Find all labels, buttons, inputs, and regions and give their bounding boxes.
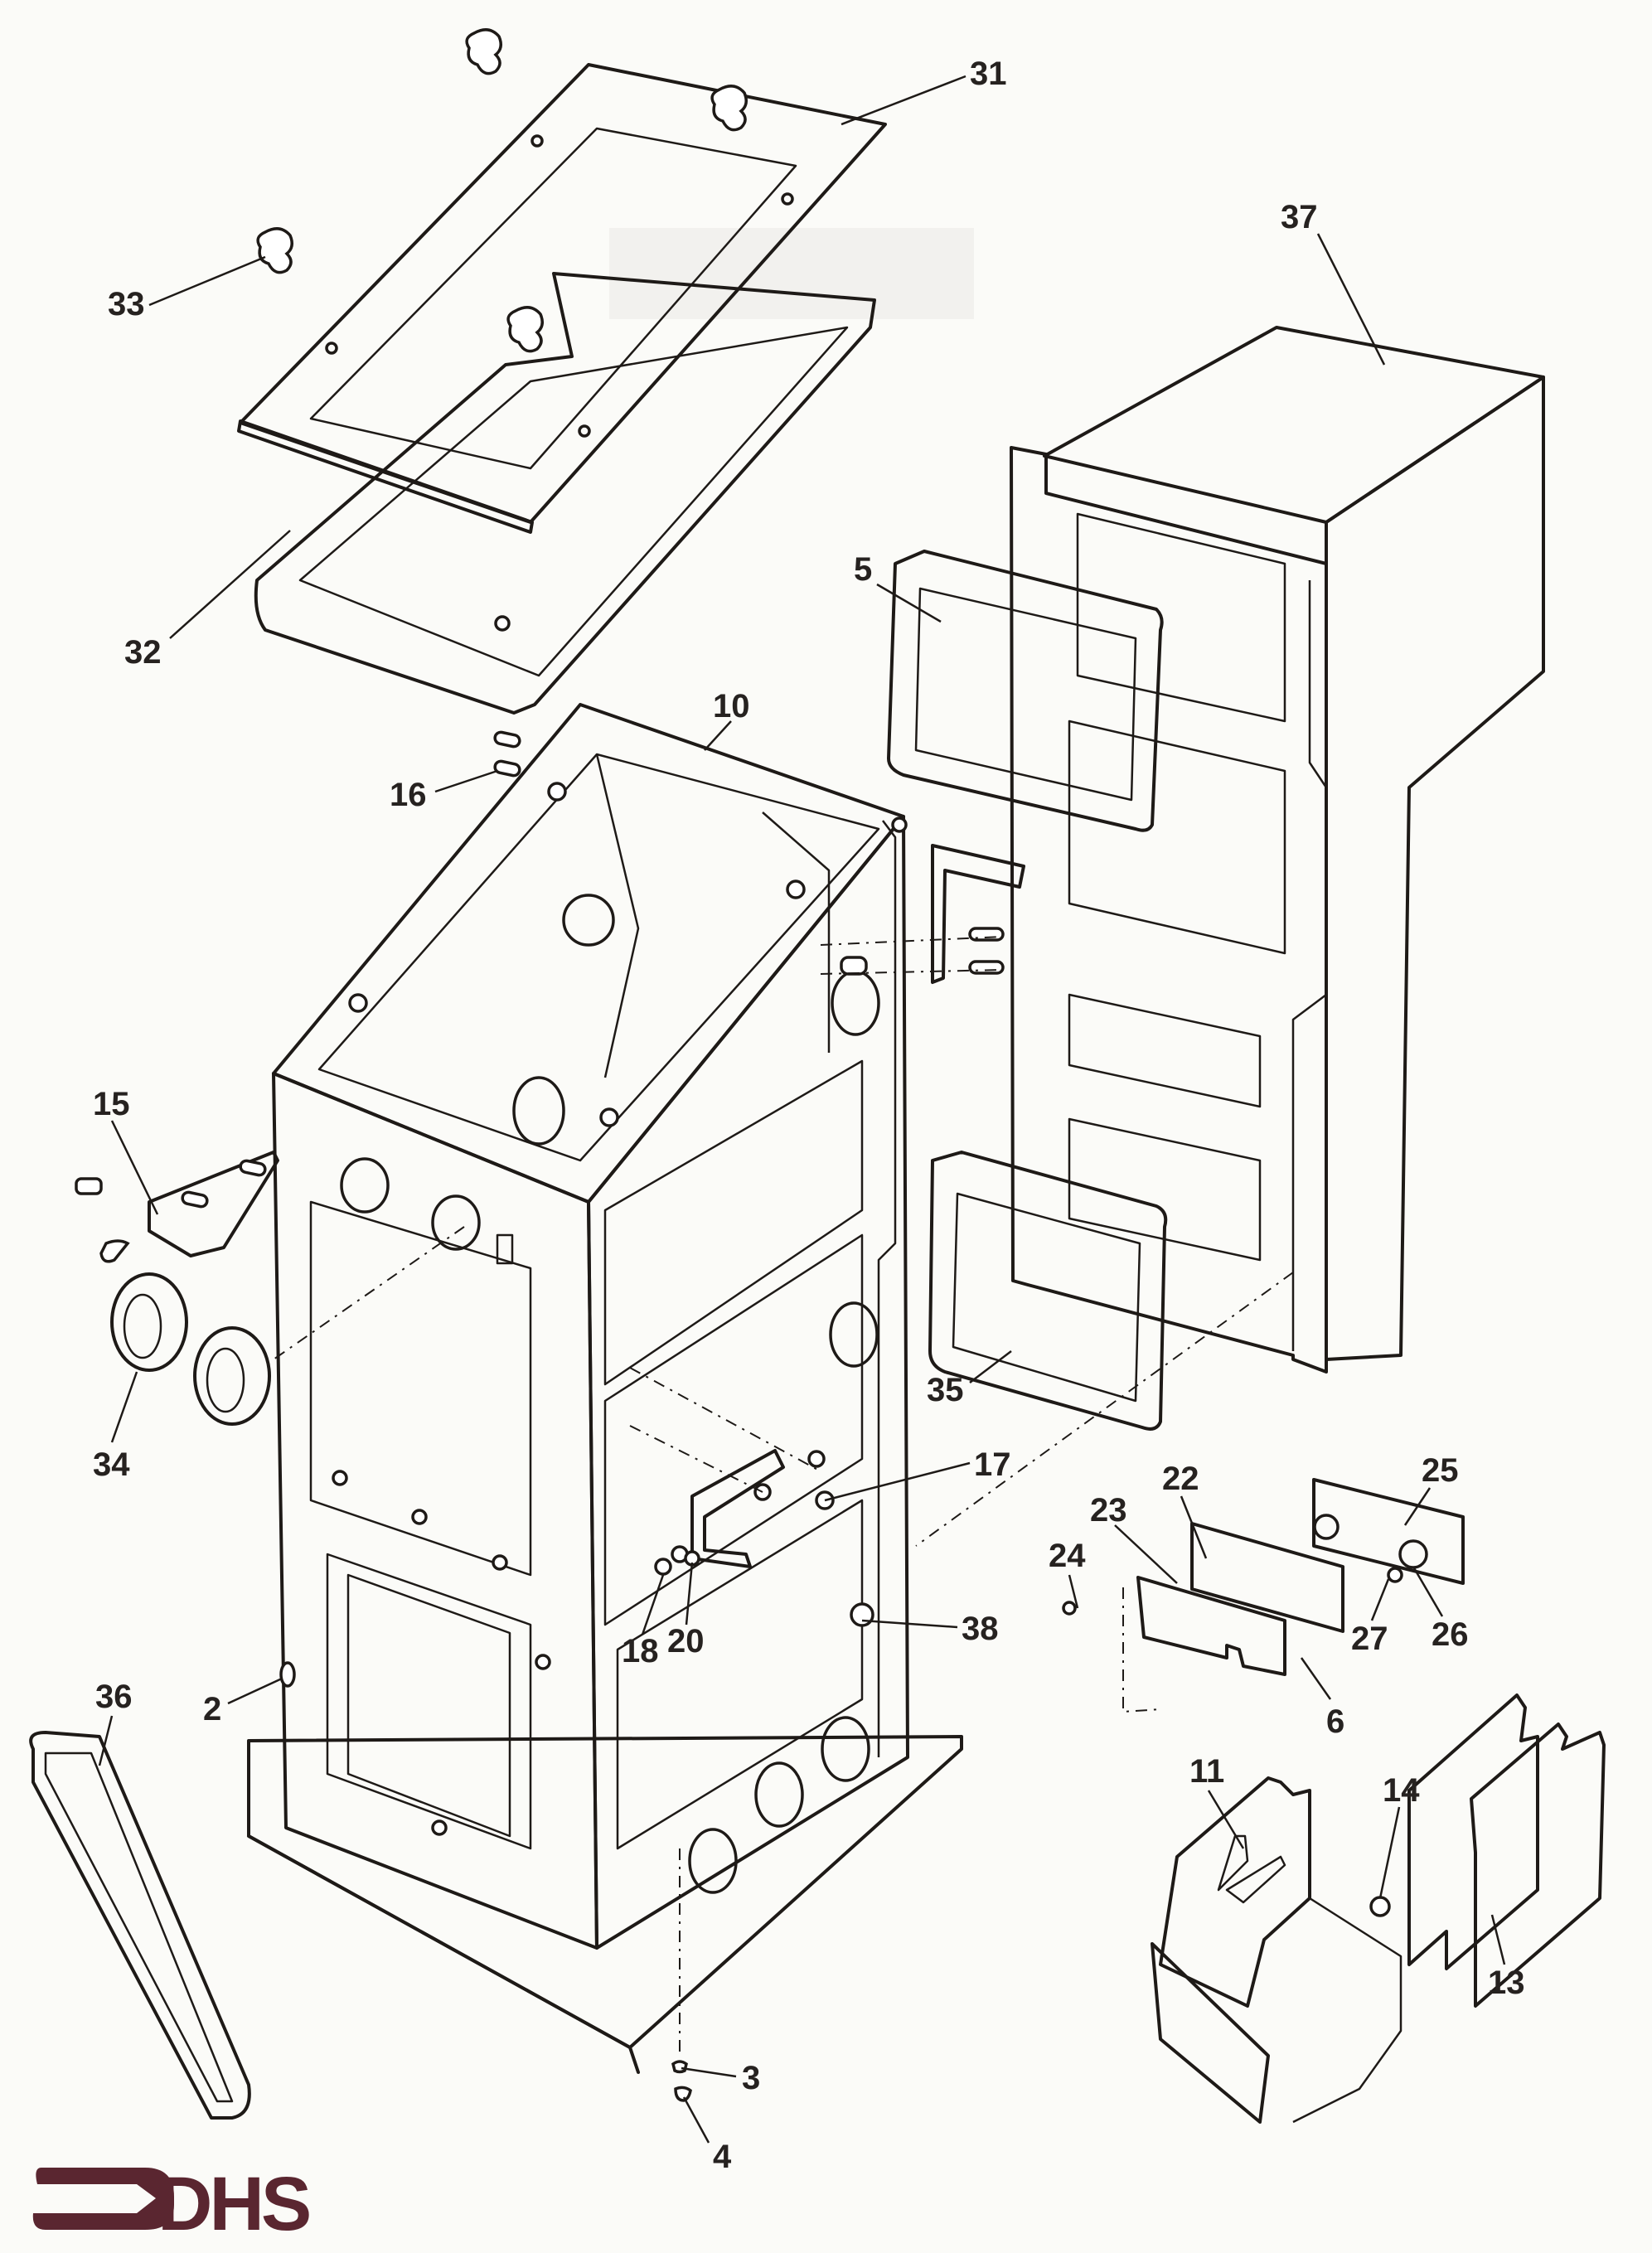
- part-36-gasket: [29, 1731, 251, 2120]
- callout-label-37: 37: [1281, 199, 1318, 235]
- dhs-logo: DHS: [32, 2162, 312, 2246]
- callout-leader-26: [1412, 1566, 1444, 1617]
- callout-leader-18: [641, 1574, 665, 1635]
- part-31-top-cover: [237, 63, 887, 534]
- part-4-nut: [674, 2086, 692, 2102]
- callout-leader-37: [1316, 233, 1386, 366]
- logo-text: DHS: [157, 2162, 309, 2246]
- callout-leader-3: [681, 2066, 737, 2078]
- part-37-rear-housing: [1010, 326, 1545, 1374]
- callout-leader-34: [110, 1371, 138, 1443]
- callout-leader-27: [1370, 1578, 1390, 1621]
- callout-label-26: 26: [1432, 1616, 1469, 1653]
- callout-leader-32: [169, 530, 291, 639]
- callout-label-4: 4: [713, 2139, 732, 2175]
- part-14-fastener: [1369, 1896, 1391, 1917]
- part-3-washer: [671, 2060, 688, 2074]
- part-2-pin: [279, 1661, 296, 1688]
- callout-label-11: 11: [1189, 1753, 1224, 1790]
- callout-leader-24: [1068, 1574, 1079, 1609]
- callout-label-3: 3: [742, 2060, 760, 2096]
- callout-label-14: 14: [1383, 1772, 1420, 1809]
- callout-label-22: 22: [1162, 1461, 1199, 1497]
- callout-label-17: 17: [974, 1446, 1011, 1483]
- callout-label-38: 38: [962, 1611, 999, 1647]
- callout-leader-23: [1114, 1524, 1178, 1584]
- callout-label-10: 10: [713, 688, 750, 724]
- callout-label-13: 13: [1488, 1965, 1525, 2001]
- callout-leader-35: [969, 1350, 1012, 1383]
- callout-leader-13: [1490, 1914, 1506, 1965]
- callout-leader-16: [434, 769, 498, 793]
- callout-leader-38: [861, 1619, 958, 1629]
- arrow-right-icon: [32, 2168, 174, 2230]
- callout-label-24: 24: [1049, 1538, 1086, 1574]
- part-15-bracket: [75, 1151, 279, 1263]
- callout-label-35: 35: [927, 1372, 964, 1408]
- scan-smudge: [609, 228, 974, 319]
- callout-label-36: 36: [95, 1679, 133, 1715]
- part-16-screws: [493, 730, 521, 778]
- callout-label-33: 33: [108, 286, 145, 322]
- part-11-assembly: [1151, 1776, 1403, 2124]
- callout-leader-36: [98, 1715, 114, 1766]
- part-17-bracket: [654, 1449, 874, 1627]
- callout-label-34: 34: [93, 1446, 130, 1483]
- callout-leader-20: [685, 1562, 694, 1626]
- callout-label-20: 20: [667, 1623, 705, 1659]
- callout-leader-11: [1207, 1790, 1245, 1849]
- callout-label-23: 23: [1090, 1492, 1127, 1529]
- callout-leader-15: [110, 1120, 159, 1215]
- callout-leader-14: [1378, 1806, 1401, 1899]
- callout-label-2: 2: [203, 1691, 221, 1727]
- mounting-bracket: [840, 844, 1025, 984]
- part-25-panel: [1312, 1478, 1465, 1585]
- callout-label-31: 31: [970, 56, 1007, 92]
- callout-label-15: 15: [93, 1086, 130, 1122]
- part-35-lower-frame: [928, 1151, 1168, 1431]
- part-33-wing-screws: [256, 28, 748, 353]
- callout-label-32: 32: [124, 634, 162, 671]
- callout-leader-25: [1403, 1487, 1432, 1526]
- part-32-gasket-frame: [254, 272, 876, 715]
- callout-leader-31: [841, 75, 966, 126]
- callout-label-5: 5: [854, 551, 872, 588]
- part-22-panel: [1190, 1522, 1344, 1633]
- callout-leader-2: [227, 1677, 283, 1705]
- callout-leader-10: [704, 720, 732, 751]
- part-13-panels: [1407, 1693, 1606, 2008]
- callout-leader-22: [1180, 1495, 1208, 1559]
- part-10-main-cabinet: [247, 703, 963, 2074]
- callout-label-6: 6: [1326, 1703, 1344, 1740]
- callout-label-18: 18: [622, 1633, 659, 1669]
- callout-leader-5: [876, 583, 942, 623]
- callout-leader-6: [1300, 1657, 1332, 1700]
- callout-leader-33: [148, 255, 266, 307]
- assembly-lines: [273, 936, 1294, 2056]
- part-23-panel: [1062, 1567, 1403, 1713]
- callout-leader-4: [682, 2096, 710, 2144]
- callout-label-16: 16: [390, 777, 427, 813]
- callout-label-27: 27: [1351, 1621, 1388, 1657]
- callout-label-25: 25: [1422, 1452, 1459, 1489]
- part-5-upper-frame: [887, 550, 1164, 832]
- part-34-grommets: [110, 1272, 271, 1426]
- callout-leader-17: [824, 1461, 971, 1502]
